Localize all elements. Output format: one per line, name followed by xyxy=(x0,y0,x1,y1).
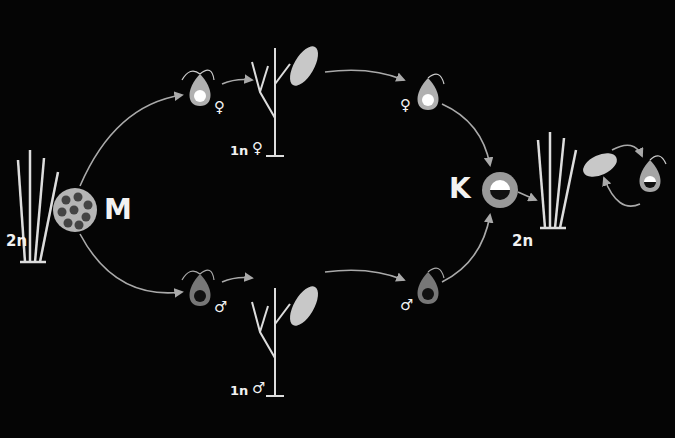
zoospore xyxy=(640,156,667,192)
sex-symbol: ♂ xyxy=(214,300,227,315)
sex-symbol: ♀ xyxy=(400,98,411,113)
ploidy-label: 2n xyxy=(512,234,533,249)
ploidy-label: 2n xyxy=(6,234,27,249)
sex-symbol: ♀ xyxy=(252,141,263,156)
zoospore xyxy=(182,270,214,306)
sporangium xyxy=(579,148,620,181)
gametangium xyxy=(284,282,323,330)
gametangium xyxy=(284,42,323,90)
sex-symbol: ♂ xyxy=(252,381,265,396)
karyogamy-label: K xyxy=(449,175,471,203)
sex-symbol: ♀ xyxy=(214,100,225,115)
sporangium xyxy=(53,188,97,232)
cycle-arrow xyxy=(80,70,642,293)
zoospore xyxy=(182,70,214,106)
sporophyte xyxy=(538,132,576,228)
sex-symbol: ♂ xyxy=(400,298,413,313)
gamete xyxy=(418,74,445,110)
gametophyte xyxy=(252,48,290,396)
zygote xyxy=(482,172,518,208)
meiosis-label: M xyxy=(104,196,132,224)
ploidy-label: 1n xyxy=(230,384,248,397)
ploidy-label: 1n xyxy=(230,144,248,157)
gamete xyxy=(418,268,445,304)
